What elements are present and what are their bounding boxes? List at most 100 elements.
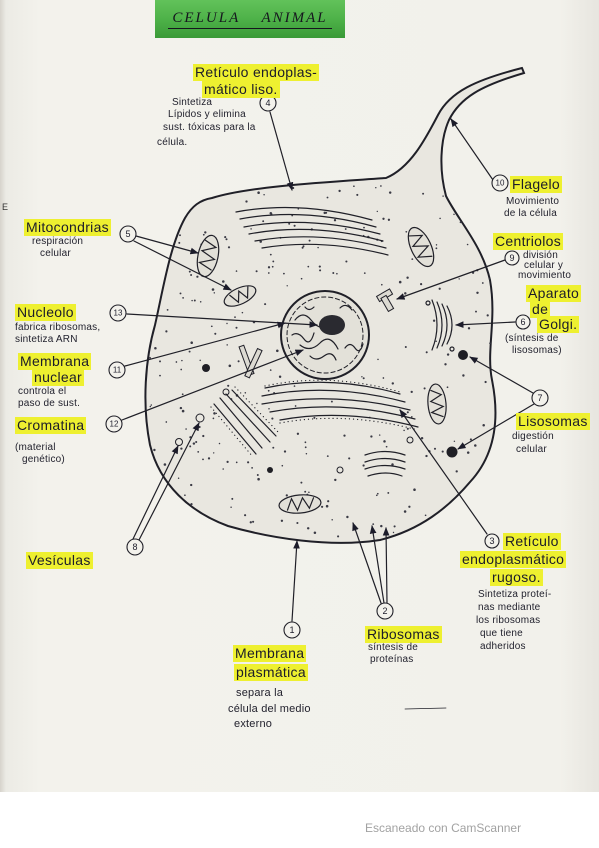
ribosome-dot <box>462 374 465 377</box>
label-reticulo-liso-desc: Lípidos y elimina <box>168 109 246 120</box>
label-reticulo-liso-name: Retículo endoplas- <box>193 64 320 81</box>
ribosome-dot <box>466 243 469 246</box>
ribosome-dot <box>188 270 191 273</box>
ribosome-dot <box>207 457 211 460</box>
margin-mark: E <box>2 202 9 212</box>
ribosome-dot <box>420 283 423 286</box>
leader-flagelo <box>450 118 494 181</box>
label-membrana-nuclear-name: nuclear <box>32 369 85 386</box>
vesicle <box>222 388 230 396</box>
ribosome-dot <box>250 228 252 230</box>
number-badge-9: 9 <box>504 250 520 266</box>
ribosome-dot <box>211 288 215 291</box>
number-badge-7: 7 <box>531 389 549 407</box>
ribosome-dot <box>318 265 321 268</box>
ribosome-dot <box>257 191 260 194</box>
label-mitocondrias-name: Mitocondrias <box>24 219 111 236</box>
svg-text:8: 8 <box>132 542 137 552</box>
ribosome-dot <box>150 404 153 406</box>
ribosome-dot <box>269 369 272 371</box>
ribosome-dot <box>249 521 252 524</box>
ribosome-dot <box>381 283 383 286</box>
ribosome-dot <box>225 238 228 241</box>
leader-membrana-plasmatica <box>291 540 300 622</box>
mitochondrion <box>427 383 447 425</box>
page-title: CELULA ANIMAL <box>168 10 332 29</box>
ribosome-dot <box>439 217 441 220</box>
ribosome-dot <box>474 444 477 447</box>
label-membrana-plasmatica-name: plasmática <box>234 664 308 681</box>
ribosome-dot <box>308 491 310 494</box>
ribosome-dot <box>356 193 359 196</box>
lysosome <box>458 350 468 360</box>
ribosome-dot <box>257 477 260 481</box>
ribosome-dot <box>190 341 193 344</box>
ribosome-dot <box>326 455 329 458</box>
svg-text:1: 1 <box>289 625 294 635</box>
label-nucleolo-desc: fabrica ribosomas, <box>15 322 101 333</box>
ribosome-dot <box>363 272 366 274</box>
ribosome-dot <box>269 253 272 256</box>
ribosome-dot <box>308 239 311 242</box>
ribosome-dot <box>435 244 438 246</box>
ribosome-dot <box>469 438 472 441</box>
ribosome-dot <box>278 375 282 378</box>
label-membrana-plasmatica-desc: separa la <box>236 687 284 699</box>
ribosome-dot <box>300 277 303 280</box>
ribosome-dot <box>251 467 254 469</box>
ribosome-dot <box>165 421 168 423</box>
pencil-mark <box>404 707 447 710</box>
ribosome-dot <box>227 384 230 387</box>
label-membrana-plasmatica-desc: externo <box>234 718 273 730</box>
label-reticulo-rugoso-name: Retículo <box>503 533 561 550</box>
ribosome-dot <box>317 246 319 249</box>
ribosome-dot <box>304 490 307 493</box>
vesicle <box>175 438 183 446</box>
scanner-watermark: Escaneado con CamScanner <box>365 821 522 835</box>
ribosome-dot <box>270 213 273 215</box>
ribosome-dot <box>343 434 346 437</box>
ribosome-dot <box>165 330 168 333</box>
ribosome-dot <box>181 409 185 413</box>
ribosome-dot <box>235 270 238 272</box>
ribosome-dot <box>196 275 199 278</box>
svg-text:5: 5 <box>125 229 130 239</box>
ribosome-dot <box>210 325 213 328</box>
vesicle <box>195 413 205 423</box>
ribosome-dot <box>293 224 296 227</box>
ribosome-dot <box>301 246 304 249</box>
ribosome-dot <box>304 446 307 449</box>
vesicle <box>336 466 344 474</box>
nuclear-membrane-inner <box>286 296 364 374</box>
mitochondrion <box>407 226 435 268</box>
lysosome <box>446 446 458 458</box>
svg-text:7: 7 <box>537 393 542 403</box>
ribosome-dot <box>420 436 424 440</box>
ribosome-dot <box>226 322 228 325</box>
ribosome-dot <box>283 450 287 453</box>
ribosome-dot <box>259 240 262 243</box>
ribosome-dot <box>363 226 365 229</box>
ribosome-dot <box>404 345 407 349</box>
label-lisosomas-name: Lisosomas <box>516 413 590 430</box>
ribosome-dot <box>262 220 265 223</box>
ribosome-dot <box>320 505 324 508</box>
ribosome-dot <box>348 457 351 460</box>
ribosome-dot <box>234 316 236 318</box>
ribosome-dot <box>214 332 217 335</box>
ribosome-dot <box>403 429 405 432</box>
ribosome-dot <box>393 525 396 528</box>
ribosome-dot <box>435 247 438 250</box>
label-reticulo-rugoso-desc: adheridos <box>480 641 526 652</box>
ribosome-dot <box>424 514 427 517</box>
label-reticulo-rugoso-desc: que tiene <box>480 628 523 639</box>
ribosome-dot <box>190 274 193 276</box>
ribosome-dot <box>334 478 337 482</box>
ribosome-dot <box>281 464 284 467</box>
ribosome-dot <box>481 282 484 284</box>
nucleolus <box>319 315 345 335</box>
ribosome-dot <box>235 326 238 329</box>
ribosome-dot <box>376 210 378 213</box>
ribosome-dot <box>336 272 338 275</box>
